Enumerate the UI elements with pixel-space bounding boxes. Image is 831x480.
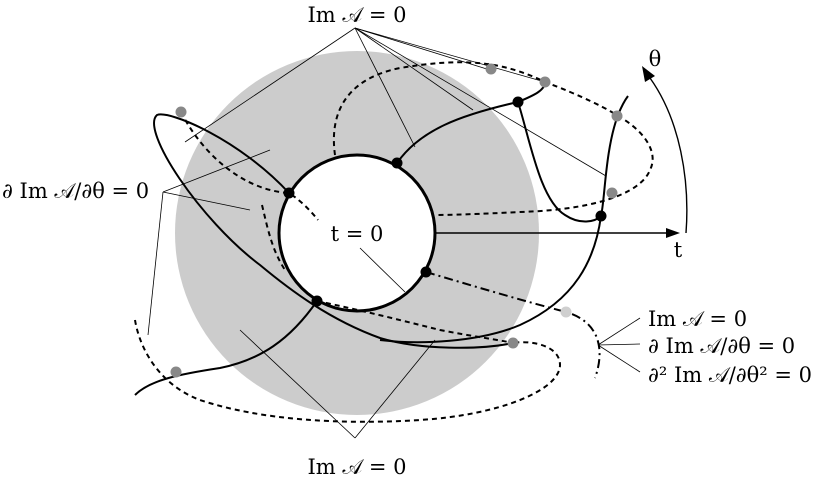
black-point <box>311 295 323 307</box>
label-theta: θ <box>649 47 662 71</box>
gray-point <box>170 366 182 378</box>
black-point <box>595 210 607 222</box>
label-left: ∂ Im 𝒜/∂θ = 0 <box>2 179 149 203</box>
label-bottom: Im 𝒜 = 0 <box>307 455 406 479</box>
theta-arrowhead <box>642 66 655 82</box>
t-axis-arrowhead <box>666 228 680 238</box>
gray-point <box>606 187 618 199</box>
solid-curve-left-loop <box>153 113 514 349</box>
gray-point <box>507 337 519 349</box>
leader-lines-right <box>597 317 641 373</box>
label-t-axis: t <box>674 238 683 262</box>
leader-line-center <box>359 247 406 293</box>
label-right-2: ∂ Im 𝒜/∂θ = 0 <box>648 334 795 358</box>
leader-lines-bottom <box>239 329 436 439</box>
solid-curve-upper-right <box>396 81 546 164</box>
black-points <box>283 96 607 307</box>
solid-curve-bottom <box>134 300 318 396</box>
black-point <box>420 266 432 278</box>
gray-points <box>170 63 623 378</box>
label-center: t = 0 <box>331 222 384 246</box>
leader-lines-top <box>184 27 607 177</box>
black-point <box>512 96 524 108</box>
black-point <box>283 187 295 199</box>
gray-point <box>611 110 623 122</box>
gray-point <box>485 63 497 75</box>
dashed-curve-mid <box>316 300 514 344</box>
label-right-3: ∂² Im 𝒜/∂θ² = 0 <box>648 363 812 387</box>
gray-point <box>539 76 551 88</box>
label-top: Im 𝒜 = 0 <box>307 3 406 27</box>
theta-arc <box>649 77 688 234</box>
gray-point <box>175 106 187 118</box>
light-point <box>560 306 572 318</box>
leader-lines-left <box>147 149 271 336</box>
label-right-1: Im 𝒜 = 0 <box>648 307 747 331</box>
dashdot-curve <box>425 271 601 379</box>
black-point <box>391 157 403 169</box>
dashed-curve-left <box>180 111 319 221</box>
solid-curve-lower-right <box>379 215 602 344</box>
